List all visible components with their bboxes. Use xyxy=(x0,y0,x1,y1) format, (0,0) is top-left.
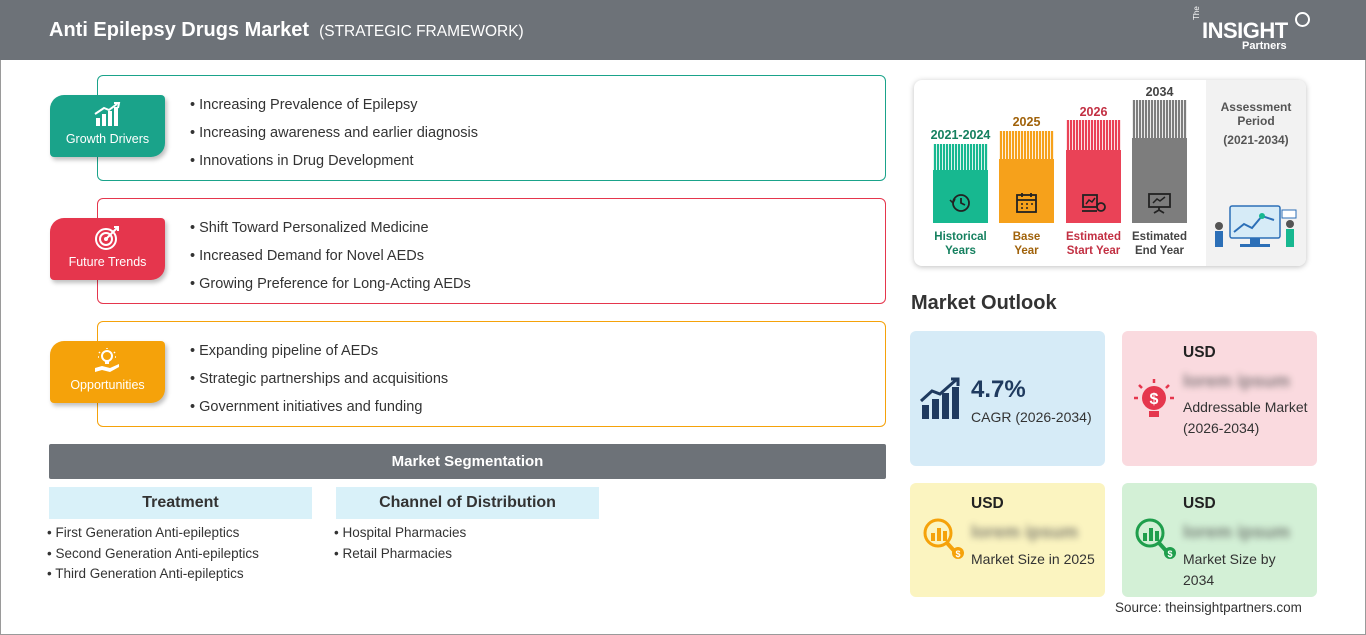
market-segmentation-bar: Market Segmentation xyxy=(49,444,886,479)
timeline-year: 2026 xyxy=(1079,105,1108,119)
list-item: Government initiatives and funding xyxy=(190,398,448,426)
header-bar: Anti Epilepsy Drugs Market (STRATEGIC FRA… xyxy=(0,0,1366,60)
timeline-bar xyxy=(1132,100,1187,223)
growth-drivers-list: Increasing Prevalence of Epilepsy Increa… xyxy=(190,96,478,180)
size-2025-value: lorem ipsum xyxy=(971,522,1079,542)
list-item: Second Generation Anti-epileptics xyxy=(47,546,258,567)
target-icon xyxy=(95,226,119,250)
cagr-label: CAGR (2026-2034) xyxy=(971,409,1092,425)
timeline-year: 2034 xyxy=(1145,85,1174,99)
segment-heading-treatment: Treatment xyxy=(49,487,312,519)
list-item: Third Generation Anti-epileptics xyxy=(47,566,259,587)
segment-heading-channel: Channel of Distribution xyxy=(336,487,599,519)
logo-partners: Partners xyxy=(1242,40,1287,52)
market-outlook-title: Market Outlook xyxy=(911,292,1057,314)
opportunities-list: Expanding pipeline of AEDs Strategic par… xyxy=(190,342,448,426)
list-item: Increasing awareness and earlier diagnos… xyxy=(190,124,478,152)
list-item: First Generation Anti-epileptics xyxy=(47,525,259,546)
size-2025-usd: USD xyxy=(971,495,1004,512)
presentation-icon xyxy=(1148,193,1171,214)
assessment-period-range: (2021-2034) xyxy=(1223,133,1289,147)
assessment-period-card: Assessment Period (2021-2034) 2021-2024 … xyxy=(914,80,1306,266)
cagr-value: 4.7% xyxy=(971,376,1026,403)
list-item: Shift Toward Personalized Medicine xyxy=(190,219,471,247)
market-size-2025-card: $ USD lorem ipsum Market Size in 2025 xyxy=(910,483,1105,597)
addressable-label: Addressable Market (2026-2034) xyxy=(1183,399,1308,436)
treatment-list: First Generation Anti-epileptics Second … xyxy=(47,525,259,587)
svg-text:$: $ xyxy=(1167,549,1172,559)
analytics-people-icon xyxy=(1215,205,1297,247)
timeline-bar xyxy=(933,144,988,223)
estimate-icon xyxy=(1082,194,1106,212)
svg-text:$: $ xyxy=(1150,391,1159,408)
cagr-card: 4.7% CAGR (2026-2034) xyxy=(910,331,1105,466)
growth-drivers-label: Growth Drivers xyxy=(65,132,150,146)
magnifier-chart-icon: $ xyxy=(923,518,964,559)
growth-bars-icon xyxy=(919,377,960,419)
addressable-value: lorem ipsum xyxy=(1183,371,1291,391)
future-trends-badge: Future Trends xyxy=(50,218,165,280)
page-title-main: Anti Epilepsy Drugs Market xyxy=(49,19,310,41)
timeline-bar xyxy=(1066,120,1121,223)
list-item: Strategic partnerships and acquisitions xyxy=(190,370,448,398)
logo-ring-icon xyxy=(1295,12,1310,27)
size-2034-value: lorem ipsum xyxy=(1183,522,1291,542)
future-trends-box: Shift Toward Personalized Medicine Incre… xyxy=(97,198,886,304)
list-item: Hospital Pharmacies xyxy=(334,525,466,546)
opportunities-label: Opportunities xyxy=(70,378,145,392)
growth-chart-icon xyxy=(94,102,121,126)
future-trends-list: Shift Toward Personalized Medicine Incre… xyxy=(190,219,471,303)
addressable-usd: USD xyxy=(1183,344,1216,361)
channel-list: Hospital Pharmacies Retail Pharmacies xyxy=(334,525,466,566)
insight-partners-logo[interactable]: The INSIGHT Partners xyxy=(1192,6,1317,54)
lightbulb-hand-icon xyxy=(95,348,119,372)
growth-drivers-badge: Growth Drivers xyxy=(50,95,165,157)
size-2034-label: Market Size by 2034 xyxy=(1183,551,1276,588)
magnifier-chart-icon: $ xyxy=(1135,518,1176,559)
calendar-icon xyxy=(1016,193,1037,213)
size-2034-usd: USD xyxy=(1183,495,1216,512)
market-size-2034-card: $ USD lorem ipsum Market Size by 2034 xyxy=(1122,483,1317,597)
page-title-subtitle: (STRATEGIC FRAMEWORK) xyxy=(319,23,524,40)
growth-drivers-box: Increasing Prevalence of Epilepsy Increa… xyxy=(97,75,886,181)
list-item: Retail Pharmacies xyxy=(334,546,466,567)
future-trends-label: Future Trends xyxy=(68,255,147,269)
opportunities-box: Expanding pipeline of AEDs Strategic par… xyxy=(97,321,886,427)
page-title: Anti Epilepsy Drugs Market (STRATEGIC FRA… xyxy=(49,19,524,42)
size-2025-label: Market Size in 2025 xyxy=(971,551,1095,567)
dollar-bulb-icon: $ xyxy=(1134,379,1174,417)
logo-insight: INSIGHT xyxy=(1202,18,1288,43)
list-item: Increased Demand for Novel AEDs xyxy=(190,247,471,275)
addressable-market-card: $ USD lorem ipsum Addressable Market (20… xyxy=(1122,331,1317,466)
list-item: Increasing Prevalence of Epilepsy xyxy=(190,96,478,124)
logo-the: The xyxy=(1192,6,1201,20)
list-item: Innovations in Drug Development xyxy=(190,152,478,180)
svg-text:$: $ xyxy=(955,549,960,559)
list-item: Expanding pipeline of AEDs xyxy=(190,342,448,370)
assessment-period-title: Assessment Period xyxy=(1220,100,1292,128)
opportunities-badge: Opportunities xyxy=(50,341,165,403)
source-text: Source: theinsightpartners.com xyxy=(1115,600,1302,615)
timeline-year: 2021-2024 xyxy=(930,128,991,142)
timeline-year: 2025 xyxy=(1012,115,1041,129)
history-icon xyxy=(949,194,970,212)
list-item: Growing Preference for Long-Acting AEDs xyxy=(190,275,471,303)
